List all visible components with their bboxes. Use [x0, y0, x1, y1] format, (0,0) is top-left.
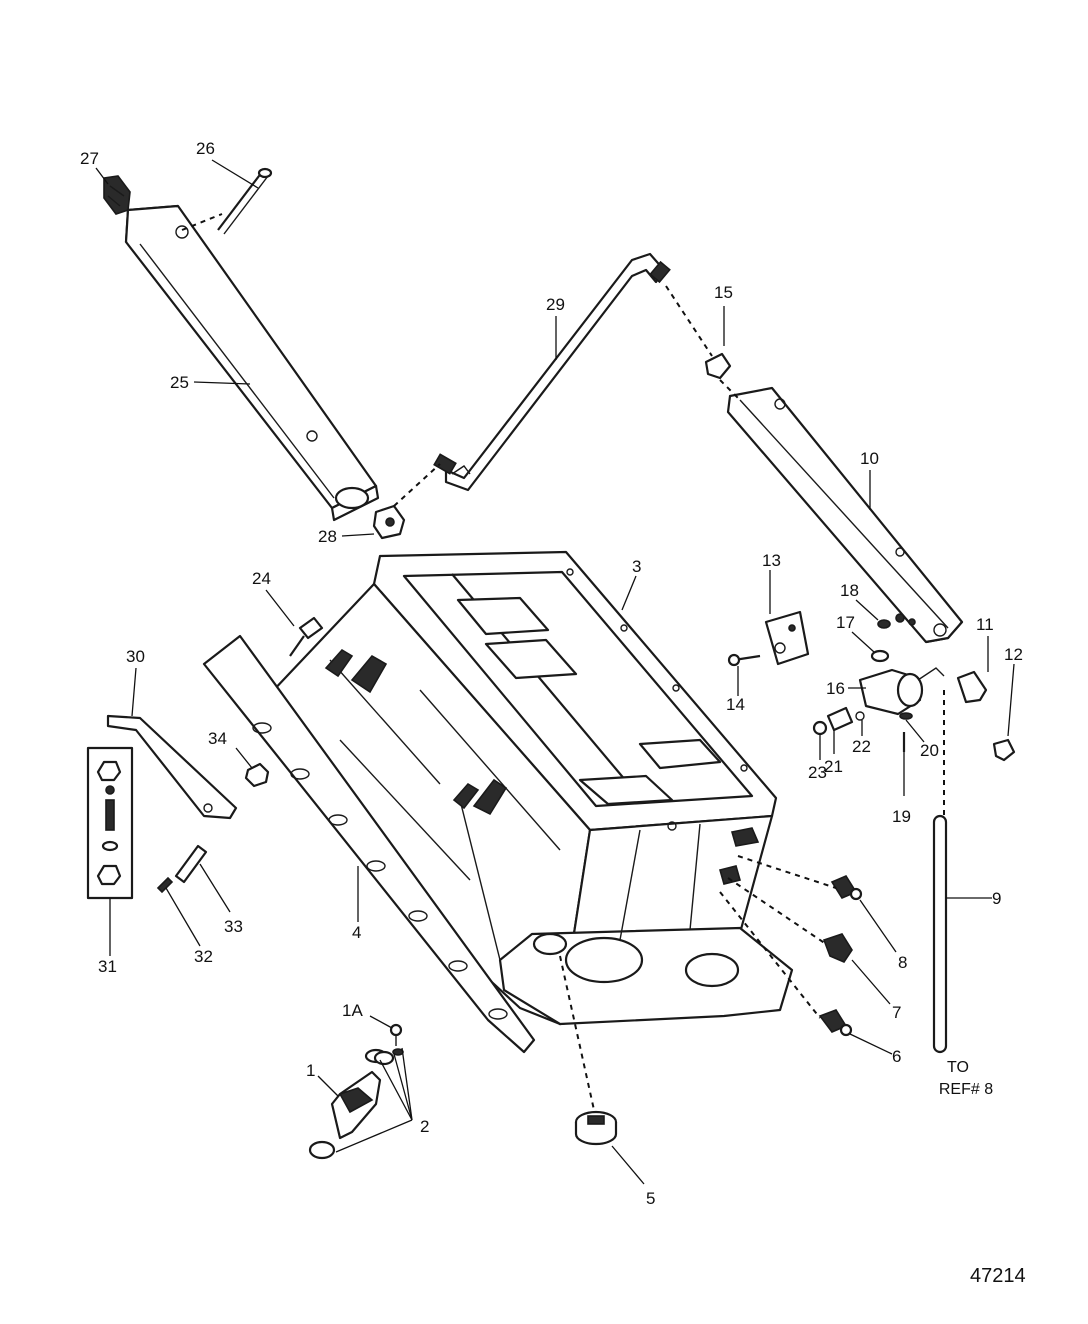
reference-note-line1: TO [947, 1059, 969, 1076]
callout-6: 6 [892, 1047, 901, 1066]
part-30-bracket [106, 714, 238, 820]
callout-12: 12 [1004, 645, 1023, 664]
callout-5: 5 [646, 1189, 655, 1208]
part-9-tube [932, 814, 948, 1054]
callout-34: 34 [208, 729, 227, 748]
callout-22: 22 [852, 737, 871, 756]
callout-33: 33 [224, 917, 243, 936]
part-22-o-ring [855, 711, 865, 721]
part-1a-screw [389, 1023, 403, 1046]
callout-28: 28 [318, 527, 337, 546]
part-29-fuel-line [433, 252, 671, 492]
figure-number: 47214 [970, 1265, 1026, 1287]
part-7-elbow-fitting [822, 933, 853, 963]
part-4-gasket [202, 634, 536, 1054]
part-14-screw [727, 653, 761, 667]
callout-17: 17 [836, 613, 855, 632]
part-27-fitting [103, 175, 131, 215]
callout-32: 32 [194, 947, 213, 966]
part-1-injector [308, 1048, 388, 1160]
callout-18: 18 [840, 581, 859, 600]
callout-7: 7 [892, 1003, 901, 1022]
callout-11: 11 [976, 615, 994, 634]
part-16-regulator [858, 667, 945, 716]
part-28-fitting [372, 504, 406, 540]
callout-9: 9 [992, 889, 1001, 908]
part-15-fitting [704, 352, 732, 380]
callout-26: 26 [196, 139, 215, 158]
part-3-intake-manifold [268, 550, 794, 1026]
callout-1A: 1A [342, 1001, 363, 1020]
part-20-washer [899, 712, 913, 720]
callout-19: 19 [892, 807, 911, 826]
callout-3: 3 [632, 557, 641, 576]
callout-16: 16 [826, 679, 845, 698]
part-32-screw [156, 876, 174, 894]
callout-30: 30 [126, 647, 145, 666]
callout-10: 10 [860, 449, 879, 468]
part-8-fitting [830, 874, 863, 901]
assembly-dashed-lines [181, 213, 945, 1111]
part-12-cap [992, 738, 1016, 762]
callout-24: 24 [252, 569, 271, 588]
callout-1: 1 [306, 1061, 315, 1080]
callout-8: 8 [898, 953, 907, 972]
part-21-fitting [826, 706, 854, 732]
reference-note: TO REF# 8 [939, 1059, 993, 1098]
part-34-nut [244, 762, 270, 788]
part-17-o-ring [870, 649, 890, 663]
part-10-fuel-rail-right [726, 386, 964, 644]
callout-15: 15 [714, 283, 733, 302]
callout-20: 20 [920, 741, 939, 760]
callout-29: 29 [546, 295, 565, 314]
part-13-block [764, 610, 810, 666]
callout-31: 31 [98, 957, 117, 976]
part-26-rod [217, 167, 273, 235]
leader-lines [95, 159, 1015, 1185]
part-24-bolt [289, 616, 324, 657]
part-25-fuel-rail-left [124, 204, 380, 522]
part-5-plug [574, 1110, 618, 1146]
callout-2: 2 [420, 1117, 429, 1136]
part-6-fitting [818, 1009, 853, 1037]
callout-4: 4 [352, 923, 361, 942]
callout-25: 25 [170, 373, 189, 392]
callout-27: 27 [80, 149, 99, 168]
callout-labels: 27 26 25 29 15 10 28 24 3 13 18 17 11 12… [80, 139, 1023, 1208]
callout-14: 14 [726, 695, 745, 714]
part-33-stud [174, 844, 208, 884]
callout-13: 13 [762, 551, 781, 570]
part-2-seals [373, 1048, 404, 1066]
part-31-hardware-kit [86, 746, 134, 900]
reference-note-line2: REF# 8 [939, 1081, 993, 1098]
part-18-seal [877, 619, 891, 629]
part-23-o-ring [812, 720, 828, 736]
callout-21: 21 [824, 757, 843, 776]
callout-23: 23 [808, 763, 827, 782]
part-11-fitting [956, 670, 988, 704]
